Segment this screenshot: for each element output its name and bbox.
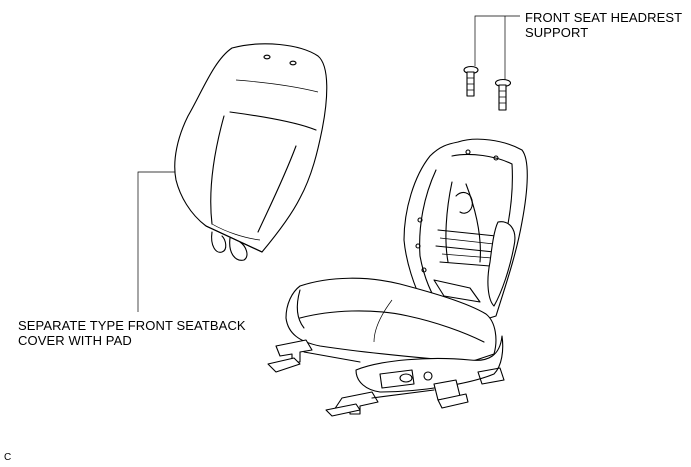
- seatback-cover-label-line1: SEPARATE TYPE FRONT SEATBACK: [18, 318, 246, 333]
- seatback-cover-with-pad: [137, 43, 328, 312]
- seatback-cover-callout: SEPARATE TYPE FRONT SEATBACK COVER WITH …: [18, 318, 246, 348]
- seatback-leader-line: [137, 171, 178, 312]
- headrest-support-label-line1: FRONT SEAT HEADREST: [525, 10, 683, 25]
- headrest-support-callout: FRONT SEAT HEADREST SUPPORT: [525, 10, 682, 40]
- headrest-support-label-line2: SUPPORT: [525, 25, 589, 40]
- seat-assembly: [267, 138, 528, 417]
- headrest-support-pins: [463, 15, 520, 111]
- headrest-leader-line: [474, 15, 520, 80]
- figure-code: C: [4, 452, 12, 463]
- seatback-cover-label-line2: COVER WITH PAD: [18, 333, 132, 348]
